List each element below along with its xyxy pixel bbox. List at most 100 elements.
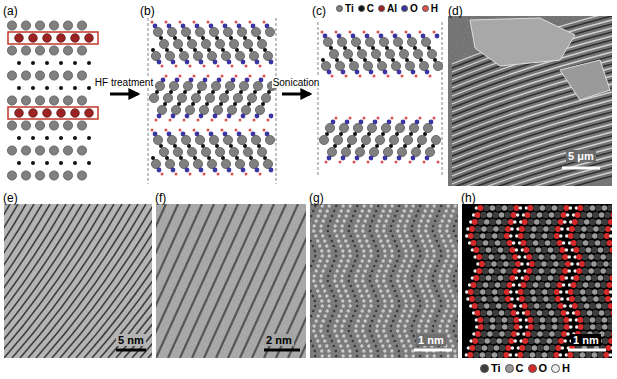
- atom: [333, 135, 342, 144]
- atom: [612, 241, 613, 245]
- lattice-dot: [333, 210, 335, 212]
- atom: [383, 70, 388, 75]
- atom: [21, 96, 30, 105]
- atom: [409, 123, 418, 132]
- lattice-dot: [384, 354, 387, 357]
- atom: [582, 254, 589, 261]
- atom: [329, 49, 338, 58]
- lattice-dot: [447, 284, 450, 287]
- atom: [507, 205, 514, 212]
- atom: [63, 71, 72, 80]
- atom: [540, 219, 547, 226]
- lattice-dot: [331, 315, 333, 317]
- atom: [541, 275, 548, 282]
- atom: [203, 65, 206, 68]
- lattice-dot: [327, 249, 330, 252]
- lattice-dot: [323, 289, 326, 292]
- atom: [383, 147, 392, 156]
- atom: [21, 146, 30, 155]
- lattice-dot: [402, 344, 405, 347]
- lattice-fringe: [76, 204, 152, 358]
- lattice-dot: [411, 330, 413, 332]
- atom: [562, 254, 568, 260]
- atom: [512, 283, 516, 287]
- atom: [483, 282, 489, 288]
- lattice-dot: [342, 254, 345, 257]
- lattice-dot: [363, 254, 366, 257]
- lattice-dot: [444, 244, 447, 247]
- atom: [213, 105, 222, 114]
- atom: [534, 324, 541, 331]
- atom: [504, 212, 511, 219]
- atom: [477, 205, 483, 211]
- atom: [486, 289, 493, 296]
- atom: [599, 226, 606, 233]
- lattice-fringe: [156, 204, 214, 358]
- lattice-dot: [453, 225, 455, 227]
- lattice-dot: [422, 214, 425, 217]
- atom: [43, 109, 52, 118]
- figure-panel: (b): [140, 1, 280, 187]
- atom: [472, 338, 478, 344]
- atom: [559, 275, 565, 281]
- lattice-dot: [451, 244, 454, 247]
- atom: [35, 71, 44, 80]
- atom: [609, 290, 612, 294]
- atom: [612, 283, 613, 287]
- lattice-dot: [361, 279, 364, 282]
- atom: [167, 27, 176, 36]
- lattice-dot: [373, 315, 375, 317]
- atom: [157, 60, 162, 65]
- atom: [17, 61, 21, 65]
- atom: [569, 325, 573, 329]
- panel-label: (c): [312, 5, 326, 18]
- atom: [496, 338, 502, 344]
- atom: [591, 247, 598, 254]
- atom: [223, 135, 232, 144]
- lattice-dot: [377, 255, 379, 257]
- atom: [566, 332, 570, 336]
- lattice-dot: [386, 289, 389, 292]
- lattice-dot: [349, 354, 352, 357]
- atom: [496, 219, 502, 225]
- lattice-dot: [415, 215, 417, 217]
- lattice-dot: [405, 284, 408, 287]
- atom: [537, 331, 543, 337]
- lattice-fringe: [4, 204, 50, 358]
- atom: [17, 86, 21, 90]
- atom: [583, 205, 590, 212]
- lattice-dot: [388, 344, 391, 347]
- lattice-dot: [349, 254, 352, 257]
- atom: [525, 331, 531, 337]
- atom: [241, 105, 250, 114]
- atom: [237, 135, 246, 144]
- scale-label: 5 μm: [566, 150, 596, 162]
- lattice-fringe: [68, 204, 152, 358]
- atom: [21, 46, 30, 55]
- lattice-dot: [427, 219, 430, 222]
- atom: [502, 303, 509, 310]
- lattice-dot: [317, 214, 320, 217]
- lattice-dot: [362, 274, 365, 277]
- lamella: [452, 56, 612, 108]
- atom: [59, 61, 63, 65]
- atom: [572, 303, 578, 309]
- atom: [235, 21, 238, 24]
- atom: [249, 75, 252, 78]
- atom: [515, 276, 519, 280]
- lattice-dot: [380, 214, 383, 217]
- atom: [549, 345, 556, 352]
- lattice-dot: [418, 324, 421, 327]
- atom: [502, 317, 508, 323]
- atom: [599, 212, 605, 218]
- atom: [566, 213, 570, 217]
- lattice-dot: [348, 349, 351, 352]
- lattice-dot: [387, 264, 390, 267]
- process-arrow: [282, 93, 310, 96]
- atom: [213, 114, 218, 119]
- lattice-dot: [455, 320, 457, 322]
- lattice-dot: [329, 285, 331, 287]
- atom: [471, 282, 477, 288]
- lattice-dot: [365, 239, 368, 242]
- lattice-dot: [404, 274, 407, 277]
